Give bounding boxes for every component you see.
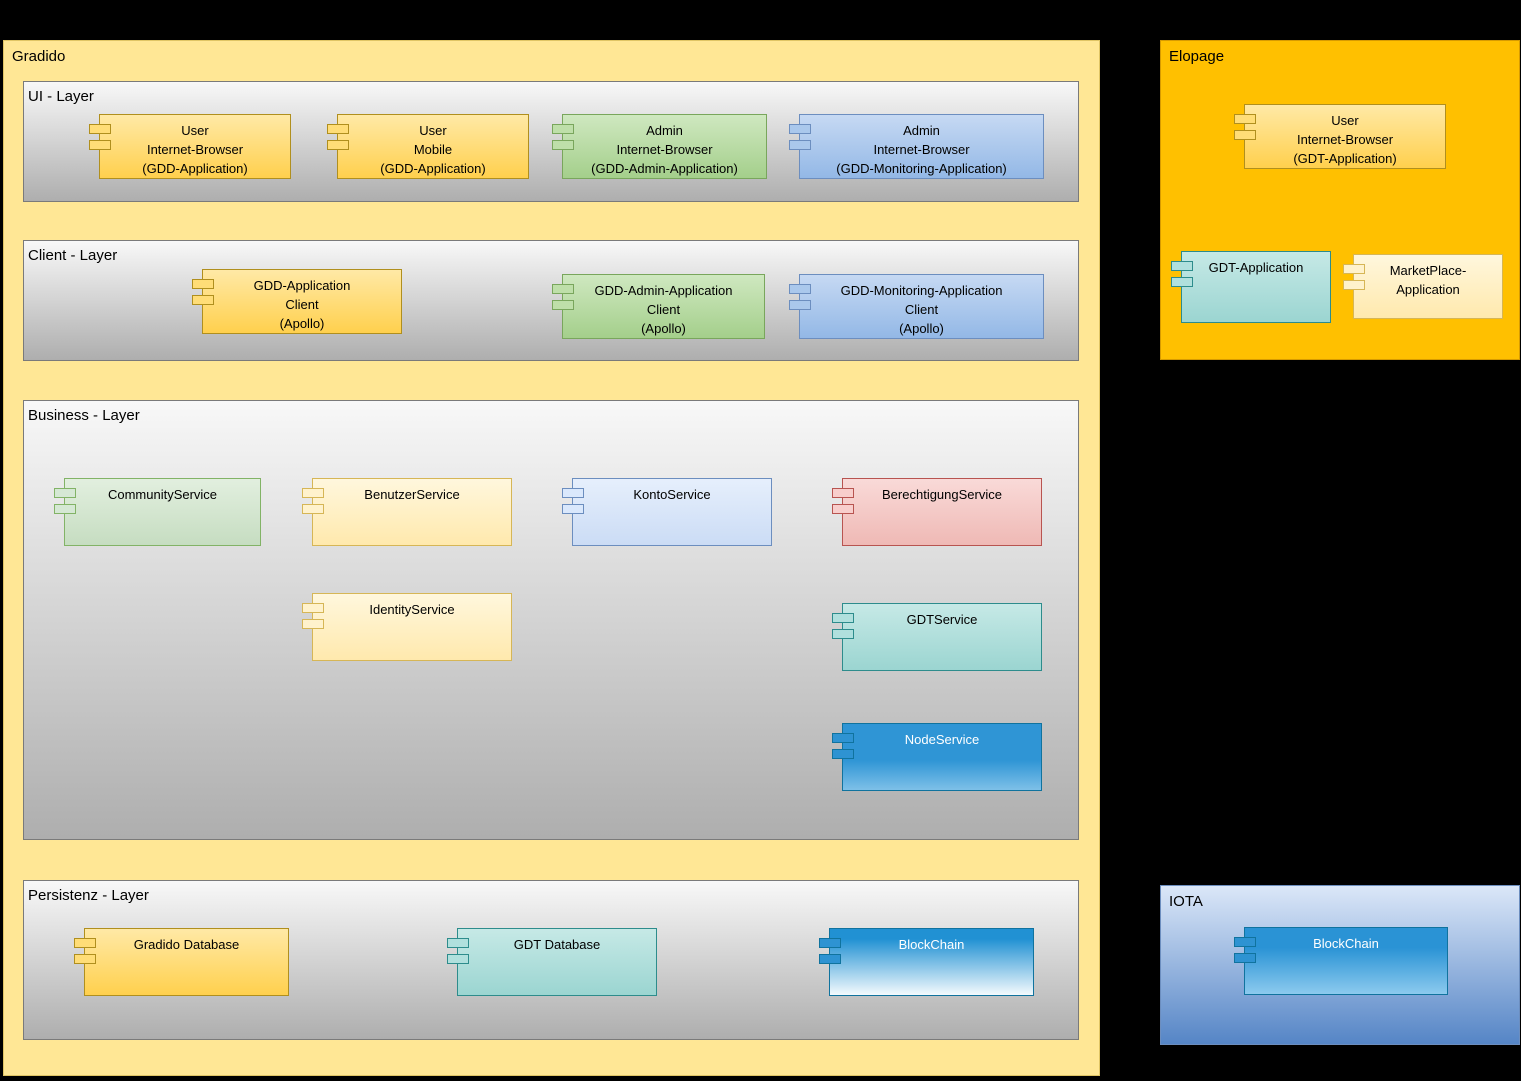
component-tab-icon [1234,953,1256,963]
component-tab-icon [54,504,76,514]
component-label: GDTService [906,612,978,627]
component-tab-icon [789,284,811,294]
component-communityservice: CommunityService [54,478,261,546]
component-tab-icon [552,300,574,310]
component-label: GDD-Application Client (Apollo) [253,278,351,331]
component-tab-icon [302,488,324,498]
component-label: User Mobile (GDD-Application) [380,123,486,176]
component-label: MarketPlace- Application [1389,263,1467,297]
component-tab-icon [832,613,854,623]
component-tab-icon [789,300,811,310]
component-gdt-database: GDT Database [447,928,657,996]
component-tab-icon [832,488,854,498]
component-label: GDD-Monitoring-Application Client (Apoll… [840,283,1003,336]
iota-title: IOTA [1169,893,1203,910]
component-tab-icon [1234,114,1256,124]
persistenz-layer-title: Persistenz - Layer [28,887,149,904]
component-tab-icon [302,504,324,514]
client-layer-title: Client - Layer [28,247,118,264]
component-gdt-application: GDT-Application [1171,251,1331,323]
component-tab-icon [54,488,76,498]
component-label: GDD-Admin-Application Client (Apollo) [594,283,733,336]
component-label: NodeService [904,732,980,747]
component-label: BerechtigungService [882,487,1002,502]
component-tab-icon [1171,261,1193,271]
component-tab-icon [302,619,324,629]
component-tab-icon [832,733,854,743]
component-tab-icon [192,279,214,289]
component-label: User Internet-Browser (GDD-Application) [142,123,248,176]
component-label: GDT-Application [1208,260,1304,275]
component-gdd-monitoring-application-client: GDD-Monitoring-Application Client (Apoll… [789,274,1044,339]
component-user-internet-browser-gdd-application: User Internet-Browser (GDD-Application) [89,114,291,179]
component-tab-icon [562,488,584,498]
component-tab-icon [552,140,574,150]
component-tab-icon [74,954,96,964]
component-label: Gradido Database [133,937,240,952]
component-marketplace-application: MarketPlace- Application [1343,254,1503,319]
component-label: CommunityService [107,487,218,502]
gradido-title: Gradido [12,48,66,65]
component-label: BlockChain [1313,936,1379,951]
component-tab-icon [552,124,574,134]
component-nodeservice: NodeService [832,723,1042,791]
component-tab-icon [327,124,349,134]
component-tab-icon [819,954,841,964]
component-benutzerservice: BenutzerService [302,478,512,546]
component-tab-icon [74,938,96,948]
elopage-container: Elopage User Internet-Browser (GDT-Appli… [1160,40,1520,360]
elopage-title: Elopage [1169,48,1225,65]
component-label: Admin Internet-Browser (GDD-Monitoring-A… [836,123,1007,176]
component-tab-icon [447,954,469,964]
component-tab-icon [552,284,574,294]
component-identityservice: IdentityService [302,593,512,661]
component-blockchain-iota: BlockChain [1234,927,1448,995]
component-tab-icon [1343,264,1365,274]
component-tab-icon [819,938,841,948]
business-layer-title: Business - Layer [28,407,140,424]
component-tab-icon [302,603,324,613]
component-tab-icon [1343,280,1365,290]
ui-layer-title: UI - Layer [28,88,94,105]
iota-container: IOTA BlockChain [1160,885,1520,1045]
ui-layer: UI - Layer User Internet-Browser (GDD-Ap… [23,81,1079,202]
component-tab-icon [1234,937,1256,947]
component-tab-icon [832,749,854,759]
component-tab-icon [447,938,469,948]
persistenz-layer: Persistenz - Layer Gradido Database GDT … [23,880,1079,1040]
client-layer: Client - Layer GDD-Application Client (A… [23,240,1079,361]
component-label: KontoService [633,487,711,502]
component-label: IdentityService [369,602,455,617]
component-berechtigungservice: BerechtigungService [832,478,1042,546]
component-admin-internet-browser-gdd-admin-application: Admin Internet-Browser (GDD-Admin-Applic… [552,114,767,179]
component-label: User Internet-Browser (GDT-Application) [1293,113,1397,166]
component-gdd-admin-application-client: GDD-Admin-Application Client (Apollo) [552,274,765,339]
gradido-container: Gradido UI - Layer User Internet-Browser… [3,40,1100,1076]
component-blockchain-persistenz: BlockChain [819,928,1034,996]
component-gradido-database: Gradido Database [74,928,289,996]
component-gdd-application-client: GDD-Application Client (Apollo) [192,269,402,334]
component-gdtservice: GDTService [832,603,1042,671]
component-tab-icon [832,629,854,639]
component-tab-icon [1234,130,1256,140]
component-label: Admin Internet-Browser (GDD-Admin-Applic… [591,123,738,176]
business-layer: Business - Layer CommunityService Benutz… [23,400,1079,840]
component-tab-icon [89,124,111,134]
component-tab-icon [327,140,349,150]
component-label: BenutzerService [364,487,460,502]
component-user-mobile-gdd-application: User Mobile (GDD-Application) [327,114,529,179]
component-kontoservice: KontoService [562,478,772,546]
component-tab-icon [1171,277,1193,287]
component-tab-icon [192,295,214,305]
component-tab-icon [562,504,584,514]
component-tab-icon [789,140,811,150]
component-tab-icon [89,140,111,150]
component-admin-internet-browser-gdd-monitoring-application: Admin Internet-Browser (GDD-Monitoring-A… [789,114,1044,179]
component-label: GDT Database [513,937,601,952]
component-tab-icon [789,124,811,134]
component-label: BlockChain [898,937,965,952]
component-user-internet-browser-gdt-application: User Internet-Browser (GDT-Application) [1234,104,1446,169]
component-tab-icon [832,504,854,514]
